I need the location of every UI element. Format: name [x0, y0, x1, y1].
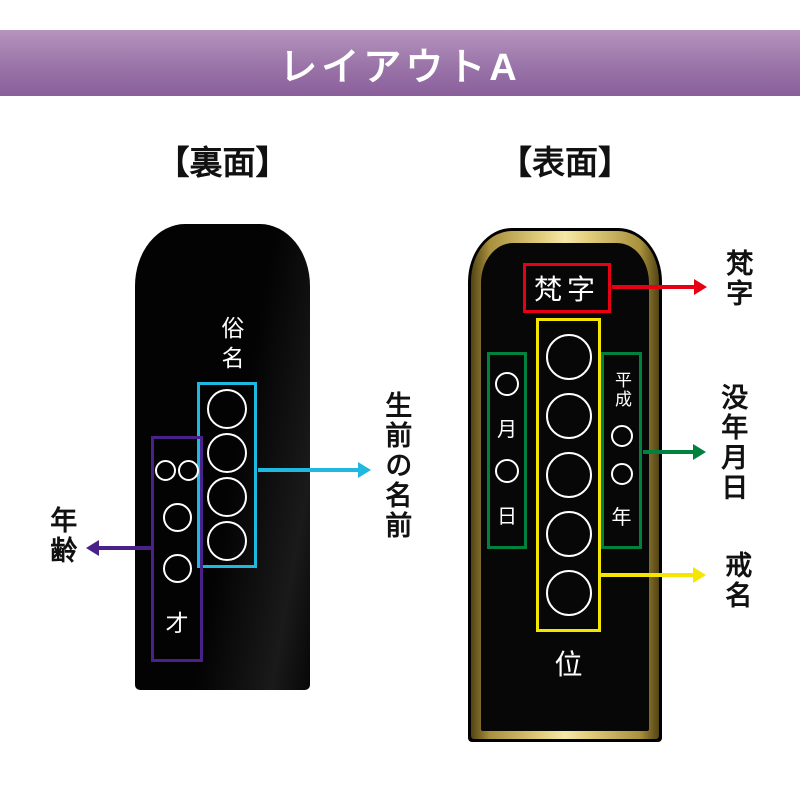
arrow-to-date-annotation	[643, 450, 693, 454]
arrow-to-age-annotation	[99, 546, 151, 550]
bonji-box: 梵字	[523, 263, 611, 313]
bonji-text: 梵字	[533, 275, 600, 306]
kaimyo-box	[536, 318, 601, 632]
year-label: 年	[611, 507, 632, 529]
banner: レイアウトA	[0, 30, 800, 96]
annotation-age: 年齢	[46, 506, 77, 566]
memorial-tablet-front: 梵字 月 日 平成 年 位	[468, 228, 662, 742]
name-slot-circle	[207, 477, 247, 517]
annotation-kaimyo: 戒名	[721, 551, 752, 611]
name-slot-circle	[207, 521, 247, 561]
name-slot-circle	[207, 389, 247, 429]
zokumyo-label: 俗名	[218, 316, 243, 376]
kaimyo-slot-list	[539, 321, 598, 629]
kaimyo-slot-circle	[545, 511, 592, 557]
age-slot-circle	[155, 460, 176, 482]
secular-name-box	[197, 382, 257, 568]
kaimyo-slot-circle	[545, 334, 592, 380]
month-day-box: 月 日	[487, 352, 527, 549]
name-slot-list	[200, 385, 254, 565]
annotation-lifetime-name: 生前の名前	[381, 391, 412, 541]
arrow-to-name-annotation	[258, 468, 358, 472]
tablet-front-panel: 梵字 月 日 平成 年 位	[481, 243, 649, 731]
year-slot-circle	[610, 425, 633, 447]
banner-title: レイアウトA	[279, 46, 521, 89]
month-slot-circle	[495, 372, 519, 396]
annotation-bonji: 梵字	[722, 249, 753, 309]
era-year-box: 平成 年	[601, 352, 642, 549]
era-label: 平成	[612, 371, 631, 409]
name-slot-circle	[207, 433, 247, 473]
arrow-to-bonji-annotation	[612, 285, 694, 289]
age-slot-circle	[162, 502, 192, 532]
arrow-to-kaimyo-annotation	[601, 573, 693, 577]
back-side-heading: 【裏面】	[156, 144, 289, 181]
front-side-heading: 【表面】	[499, 144, 631, 181]
day-label: 日	[497, 506, 517, 528]
kaimyo-slot-circle	[545, 570, 592, 616]
age-slot-circle	[162, 553, 192, 583]
kurai-label: 位	[554, 650, 583, 681]
age-slot-circle	[178, 460, 199, 482]
day-slot-circle	[495, 459, 519, 483]
kaimyo-slot-circle	[545, 452, 592, 498]
age-suffix-label: 才	[165, 610, 189, 636]
annotation-death-date: 没年月日	[717, 383, 748, 503]
age-single-slots	[162, 502, 192, 583]
kaimyo-slot-circle	[545, 393, 592, 439]
memorial-tablet-back: 俗名 才	[135, 224, 310, 690]
age-box: 才	[151, 436, 203, 662]
age-pair-slots	[155, 460, 199, 482]
year-slot-circle	[610, 463, 633, 485]
month-label: 月	[497, 419, 517, 441]
